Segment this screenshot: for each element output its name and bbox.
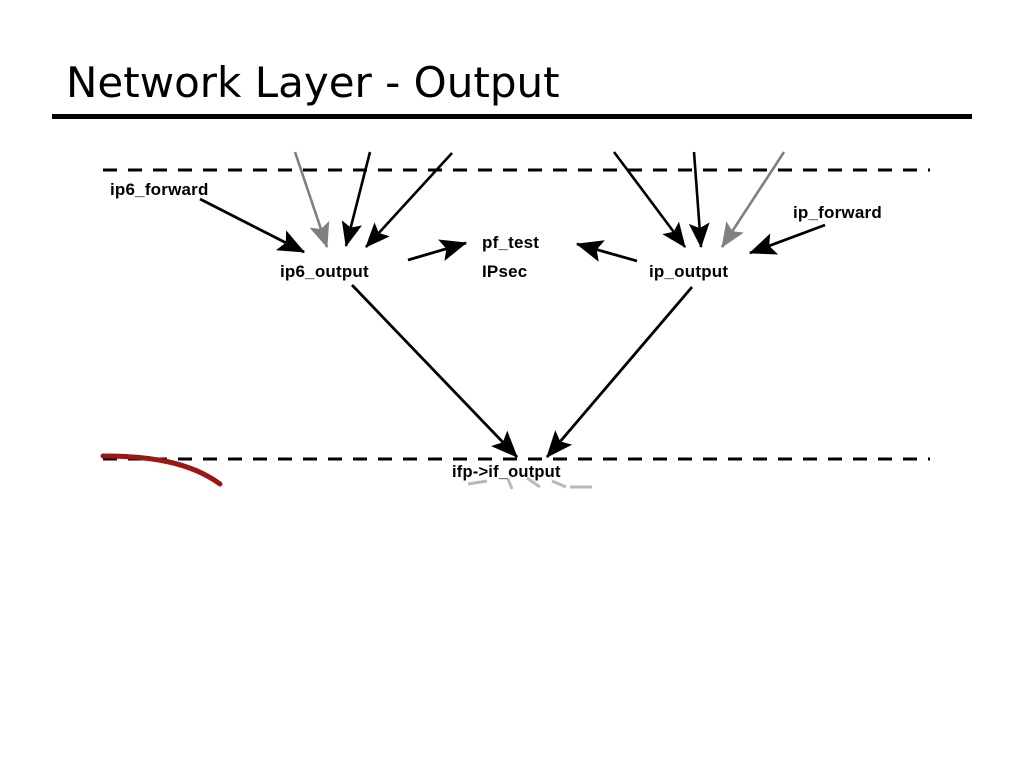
edge-above-to-ip6-output-b <box>365 152 453 248</box>
edge-ip-forward-to-ip-output <box>748 223 826 255</box>
edge-above-to-ip-output-gray <box>720 151 786 248</box>
node-label-ifp-if-output: ifp->if_output <box>452 463 561 481</box>
edge-ip6-output-to-ifp-if-output <box>350 284 519 458</box>
node-label-ip6-forward: ip6_forward <box>110 180 209 199</box>
edge-ip-output-to-ifp-if-output <box>545 286 694 458</box>
residual-marks <box>467 476 592 490</box>
node-label-ipsec: IPsec <box>482 262 527 281</box>
edge-above-to-ip-output-b <box>688 151 710 249</box>
edge-ip6-output-to-pf-test <box>407 239 468 262</box>
edge-above-to-ip6-output-gray <box>293 151 330 248</box>
title-block: Network Layer - Output <box>52 55 972 121</box>
node-label-pf-test: pf_test <box>482 233 539 252</box>
node-label-ip6-output: ip6_output <box>280 262 369 281</box>
edge-ip6-forward-to-ip6-output <box>199 197 305 254</box>
page-title: Network Layer - Output <box>66 58 560 107</box>
title-underline-rule <box>52 114 972 119</box>
accent-curve <box>100 453 223 487</box>
edge-above-to-ip6-output-a <box>341 151 372 248</box>
edge-above-to-ip-output-a <box>612 151 687 248</box>
edge-ip-output-to-pf-test <box>575 240 638 263</box>
node-label-ip-output: ip_output <box>649 262 728 281</box>
node-label-ip-forward: ip_forward <box>793 203 882 222</box>
